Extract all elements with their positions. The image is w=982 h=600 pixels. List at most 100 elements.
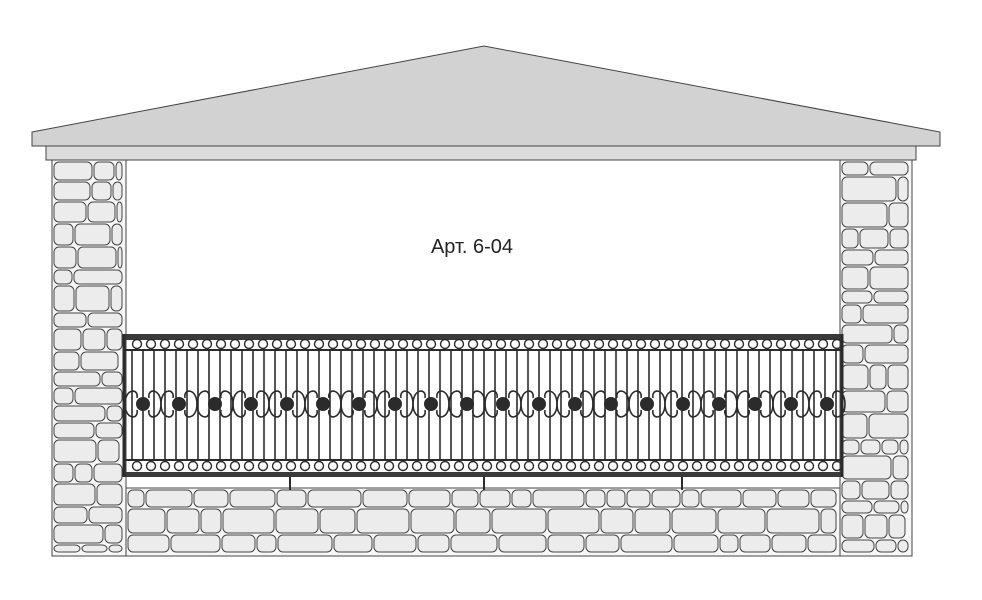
stone <box>87 312 123 328</box>
stone <box>841 439 860 455</box>
ornament-scroll <box>256 390 270 405</box>
ornament-scroll <box>760 403 774 418</box>
scroll <box>243 460 255 472</box>
stone <box>53 328 82 351</box>
stone <box>53 285 75 312</box>
ornament-flower <box>136 397 150 411</box>
stone <box>53 246 77 269</box>
stone <box>742 489 777 508</box>
stone <box>101 371 123 387</box>
scroll <box>229 460 241 472</box>
stone <box>115 161 123 181</box>
stone <box>841 161 869 176</box>
stone <box>74 463 93 483</box>
stone <box>111 223 123 246</box>
scroll <box>159 338 171 350</box>
scroll <box>565 338 577 350</box>
stone <box>221 534 256 553</box>
scroll <box>201 460 213 472</box>
roof <box>31 45 941 161</box>
stone <box>719 534 739 553</box>
scroll <box>509 338 521 350</box>
ornament-scroll <box>412 390 426 405</box>
scroll <box>649 460 661 472</box>
scroll <box>719 460 731 472</box>
ornament-flower <box>568 397 582 411</box>
scroll <box>509 460 521 472</box>
scroll <box>705 460 717 472</box>
scroll <box>551 460 563 472</box>
stone <box>511 489 532 508</box>
stone <box>81 544 108 553</box>
stone <box>869 266 909 290</box>
stone <box>200 508 222 534</box>
scroll <box>803 460 815 472</box>
scroll <box>453 338 465 350</box>
stone <box>874 249 909 266</box>
stone <box>53 269 73 285</box>
ornament-scroll <box>472 390 486 405</box>
stone <box>700 489 742 508</box>
stone <box>766 508 820 534</box>
stone <box>841 390 886 413</box>
stone <box>897 176 909 202</box>
scroll <box>817 338 829 350</box>
scroll <box>705 338 717 350</box>
ornament-scroll <box>160 403 174 418</box>
stone <box>892 455 909 480</box>
stone <box>77 246 117 269</box>
ornament-scroll <box>736 390 750 405</box>
ornament-scroll <box>592 390 606 405</box>
ornament-scroll <box>700 390 714 405</box>
scroll <box>775 338 787 350</box>
stone <box>717 508 766 534</box>
ornament-scroll <box>736 403 750 418</box>
scroll <box>551 338 563 350</box>
scroll <box>299 460 311 472</box>
ornament-flower <box>784 397 798 411</box>
scroll <box>579 338 591 350</box>
scroll <box>215 338 227 350</box>
stone <box>96 483 123 506</box>
stone <box>87 201 116 223</box>
ornament-scroll <box>832 403 846 418</box>
ornament-flower <box>676 397 690 411</box>
scroll <box>131 338 143 350</box>
ornament-scroll <box>256 403 270 418</box>
ornament-flower <box>316 397 330 411</box>
stone <box>108 544 123 553</box>
stone <box>897 539 909 553</box>
ornament-scroll <box>268 390 282 405</box>
ornament-scroll <box>700 403 714 418</box>
ornament-flower <box>424 397 438 411</box>
scroll <box>383 338 395 350</box>
ornament-flower <box>352 397 366 411</box>
scroll <box>313 460 325 472</box>
stone <box>861 480 890 500</box>
ornament-scroll <box>340 390 354 405</box>
stone <box>841 514 864 539</box>
scroll <box>243 338 255 350</box>
stone <box>841 539 875 553</box>
stone <box>547 508 600 534</box>
scroll <box>607 460 619 472</box>
ornament-scroll <box>556 403 570 418</box>
scroll <box>369 338 381 350</box>
scroll <box>761 338 773 350</box>
scroll <box>313 338 325 350</box>
stone <box>93 161 115 181</box>
stone <box>53 463 74 483</box>
ornament-scroll <box>364 390 378 405</box>
stone <box>106 328 123 351</box>
stone <box>673 534 719 553</box>
stone <box>95 422 123 439</box>
stone <box>53 524 104 544</box>
scroll <box>593 460 605 472</box>
stone <box>229 489 276 508</box>
stone <box>106 405 123 422</box>
scroll <box>831 460 843 472</box>
scroll <box>299 338 311 350</box>
ornament-scroll <box>544 403 558 418</box>
stone <box>53 506 88 524</box>
